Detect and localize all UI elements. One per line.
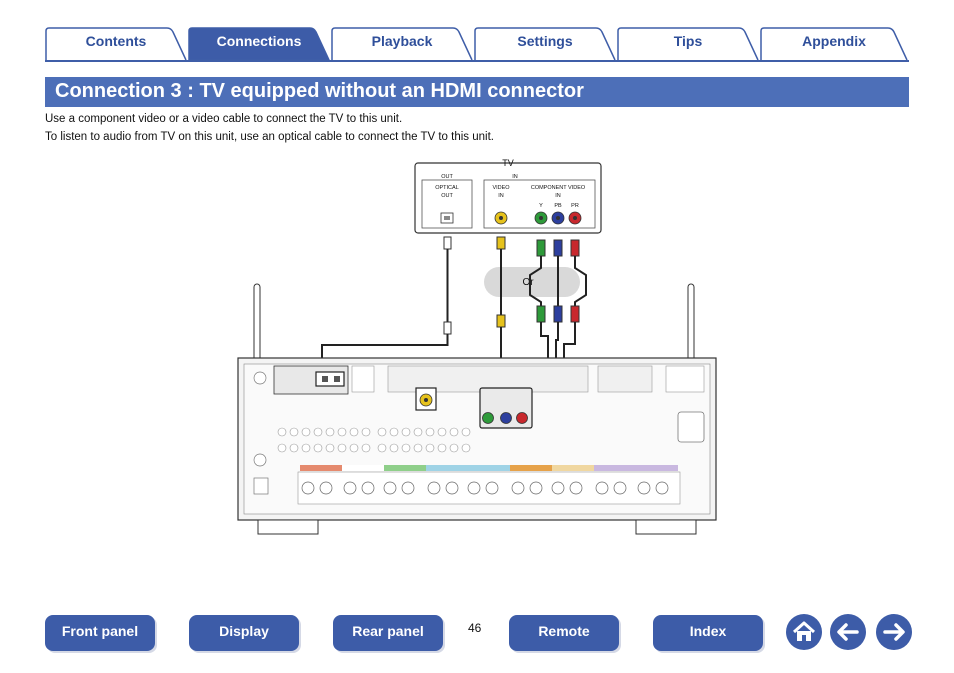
tv-label: TV xyxy=(502,158,514,168)
receiver-component-pb-jack xyxy=(500,412,512,424)
home-icon[interactable] xyxy=(786,614,822,650)
video-in-label-2: IN xyxy=(498,193,504,199)
channel-pr-label: PR xyxy=(571,203,579,209)
page-number: 46 xyxy=(468,621,482,635)
front-panel-button[interactable]: Front panel xyxy=(45,615,155,651)
tv-panel: TV OUT OPTICAL OUT IN VIDEO IN COMPONENT… xyxy=(414,158,602,234)
optical-cable xyxy=(321,236,452,378)
receiver-rear-panel xyxy=(237,357,717,535)
page-title: Connection 3 : TV equipped without an HD… xyxy=(55,80,584,102)
optical-label-2: OUT xyxy=(441,193,453,199)
out-label: OUT xyxy=(441,174,453,180)
optical-label-1: OPTICAL xyxy=(435,185,459,191)
tab-underline xyxy=(45,60,909,62)
component-in-label-2: IN xyxy=(555,193,561,199)
video-in-label-1: VIDEO xyxy=(492,185,510,191)
in-label: IN xyxy=(512,174,518,180)
tab-tips[interactable]: Tips xyxy=(617,27,759,61)
tab-bar: Contents Connections Playback Settings T… xyxy=(45,27,909,62)
tab-settings[interactable]: Settings xyxy=(474,27,616,61)
tab-appendix[interactable]: Appendix xyxy=(760,27,908,61)
index-button[interactable]: Index xyxy=(653,615,763,651)
component-in-label-1: COMPONENT VIDEO xyxy=(531,185,586,191)
title-bar: Connection 3 : TV equipped without an HD… xyxy=(45,77,909,107)
display-button[interactable]: Display xyxy=(189,615,299,651)
body-line-2: To listen to audio from TV on this unit,… xyxy=(45,131,494,143)
receiver-optical-in-port xyxy=(315,371,345,387)
receiver-component-pr-jack xyxy=(516,412,528,424)
tab-playback[interactable]: Playback xyxy=(331,27,473,61)
connection-diagram: TV OUT OPTICAL OUT IN VIDEO IN COMPONENT… xyxy=(237,158,717,535)
channel-y-label: Y xyxy=(539,203,543,209)
or-pill xyxy=(484,267,580,297)
channel-pb-label: PB xyxy=(554,203,562,209)
arrow-left-icon[interactable] xyxy=(830,614,866,650)
rear-panel-button[interactable]: Rear panel xyxy=(333,615,443,651)
tab-contents[interactable]: Contents xyxy=(45,27,187,61)
arrow-right-icon[interactable] xyxy=(876,614,912,650)
body-line-1: Use a component video or a video cable t… xyxy=(45,113,403,125)
remote-button[interactable]: Remote xyxy=(509,615,619,651)
or-label: Or xyxy=(522,277,534,288)
tab-connections[interactable]: Connections xyxy=(188,27,330,61)
receiver-component-y-jack xyxy=(482,412,494,424)
